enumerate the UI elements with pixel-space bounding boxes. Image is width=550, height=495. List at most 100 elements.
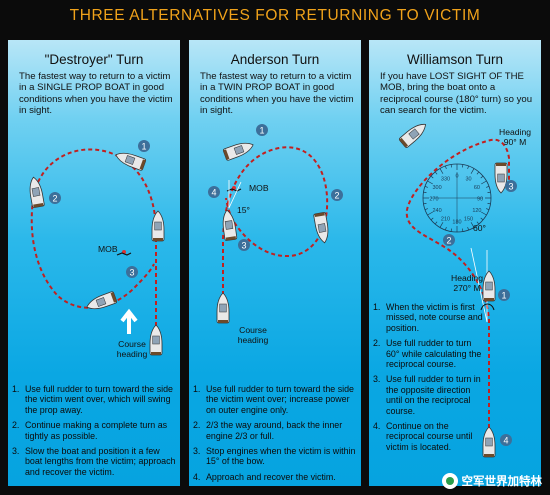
course-heading-label: Course heading <box>237 325 269 345</box>
compass-tick <box>467 227 469 231</box>
svg-text:2: 2 <box>52 194 57 204</box>
williamson-turn-panel: Williamson Turn If you have LOST SIGHT O… <box>369 40 541 486</box>
compass-label: 210 <box>441 216 450 222</box>
compass-cross <box>431 172 483 224</box>
step-item: 3.Stop engines when the victim is within… <box>193 446 356 467</box>
panel-title: Anderson Turn <box>230 52 320 67</box>
svg-text:2: 2 <box>446 236 451 246</box>
boat-icon <box>113 148 147 172</box>
marker-1: 1 <box>256 124 268 136</box>
panel-description: If you have LOST SIGHT OF THE MOB, bring… <box>380 71 533 117</box>
compass-tick <box>450 164 452 168</box>
svg-text:1: 1 <box>501 291 506 301</box>
compass-tick <box>487 203 491 205</box>
boat-icon <box>151 210 165 242</box>
step-item: 2.Use full rudder to turn 60° while calc… <box>373 338 482 370</box>
boat-icon <box>398 119 430 149</box>
boat-icon <box>482 426 496 458</box>
compass-tick <box>427 211 433 216</box>
panel-title: "Destroyer" Turn <box>44 52 144 67</box>
compass-tick <box>480 175 484 179</box>
wechat-icon <box>441 473 458 489</box>
compass-tick <box>462 228 464 232</box>
destroyer-turn-diagram: 1 2 3 <box>26 140 165 356</box>
marker-2: 2 <box>49 192 61 204</box>
compass-label: 330 <box>441 177 450 183</box>
compass-tick <box>445 227 447 231</box>
compass-tick <box>476 221 480 225</box>
boat-icon <box>26 175 46 209</box>
compass-tick <box>439 168 444 174</box>
marker-2: 2 <box>331 189 343 201</box>
course-path <box>222 146 329 295</box>
williamson-turn-diagram: 0306090120150180210240270300330 1 2 3 4 <box>398 119 517 458</box>
marker-4: 4 <box>208 186 220 198</box>
compass-label: 240 <box>432 208 441 214</box>
compass-tick <box>480 217 484 221</box>
step-item: 1.When the victim is first missed, note … <box>373 302 483 333</box>
compass-tick <box>424 186 428 188</box>
step-item: 3.Slow the boat and position it a few bo… <box>12 446 176 477</box>
anderson-turn-panel: Anderson Turn The fastest way to return … <box>189 40 361 486</box>
compass-tick <box>481 180 487 185</box>
compass-tick <box>430 175 434 179</box>
steps-list: 1.Use full rudder to turn toward the sid… <box>12 384 178 482</box>
course-heading-label: Course heading <box>116 339 148 359</box>
compass-label: 270 <box>429 197 438 203</box>
svg-text:3: 3 <box>508 182 513 192</box>
svg-text:4: 4 <box>211 188 216 198</box>
watermark-text: 空军世界加特林 <box>461 476 543 488</box>
compass-label: 150 <box>464 216 473 222</box>
mob-label: MOB <box>249 183 269 193</box>
compass-label: 90 <box>477 197 483 203</box>
compass-rose: 0306090120150180210240270300330 <box>422 163 492 233</box>
svg-text:1: 1 <box>141 142 146 152</box>
marker-3: 3 <box>505 180 517 192</box>
anderson-turn-diagram: 1 2 3 4 <box>208 124 343 324</box>
compass-tick <box>467 165 469 169</box>
compass-tick <box>434 221 438 225</box>
watermark: 空军世界加特林 <box>441 473 543 489</box>
wave-icon <box>480 303 495 311</box>
marker-4: 4 <box>500 434 512 446</box>
heading-top-label: Heading 90° M <box>498 127 531 147</box>
compass-tick <box>486 186 490 188</box>
step-item: 1.Use full rudder to turn toward the sid… <box>193 384 354 415</box>
steps-list: 1.Use full rudder to turn toward the sid… <box>193 384 359 486</box>
panel-description: The fastest way to return to a victim in… <box>19 71 173 117</box>
compass-tick <box>462 164 464 168</box>
compass-tick <box>470 222 475 228</box>
compass-tick <box>427 180 433 185</box>
compass-tick <box>423 203 427 205</box>
svg-text:4: 4 <box>503 436 508 446</box>
boat-icon <box>222 138 256 162</box>
mob-label: MOB <box>98 244 118 254</box>
boat-icon <box>216 292 230 324</box>
marker-3: 3 <box>238 239 250 251</box>
compass-tick <box>430 217 434 221</box>
compass-label: 30 <box>465 177 471 183</box>
svg-text:2: 2 <box>334 191 339 201</box>
compass-tick <box>423 191 427 193</box>
steps-list: 1.When the victim is first missed, note … <box>373 302 483 457</box>
svg-text:3: 3 <box>241 241 246 251</box>
course-path <box>30 148 157 340</box>
step-item: 2.2/3 the way around, back the inner eng… <box>193 420 343 441</box>
step-item: 4.Continue on the reciprocal course unti… <box>373 421 473 452</box>
heading-bottom-label: Heading 270° M <box>450 273 483 293</box>
compass-tick <box>481 211 487 216</box>
compass-tick <box>445 165 447 169</box>
compass-label: 60 <box>474 185 480 191</box>
compass-tick <box>434 171 438 175</box>
destroyer-turn-panel: "Destroyer" Turn The fastest way to retu… <box>8 40 180 486</box>
panel-title: Williamson Turn <box>406 52 504 67</box>
page-title: THREE ALTERNATIVES FOR RETURNING TO VICT… <box>69 7 481 24</box>
marker-3: 3 <box>126 266 138 278</box>
step-item: 4.Approach and recover the victim. <box>193 471 336 482</box>
course-path <box>405 138 510 442</box>
angle-label: 60° <box>473 223 486 233</box>
arrow-icon <box>120 308 138 334</box>
angle-label: 15° <box>237 205 250 215</box>
compass-tick <box>424 208 428 210</box>
boat-icon <box>84 290 118 314</box>
